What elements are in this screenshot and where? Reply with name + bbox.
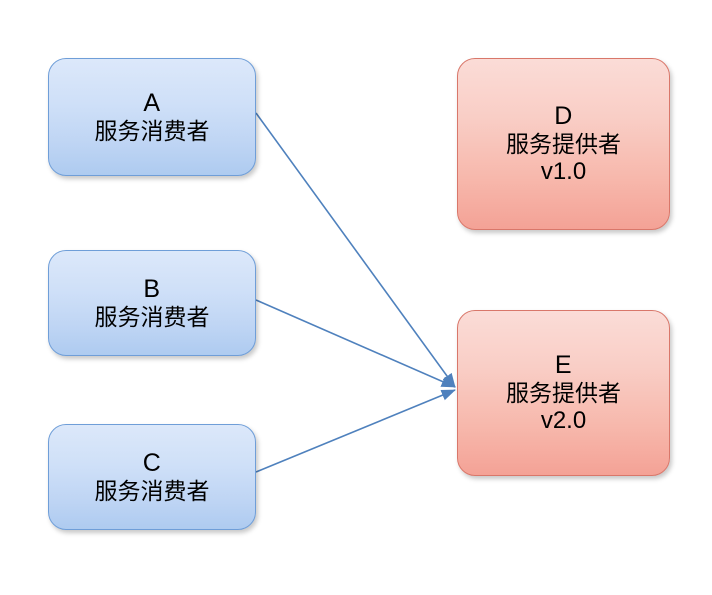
node-a-role: 服务消费者 (94, 118, 210, 145)
node-d-service-provider[interactable]: D 服务提供者 v1.0 (457, 58, 670, 230)
node-c-service-consumer[interactable]: C 服务消费者 (48, 424, 256, 530)
node-d-version: v1.0 (540, 158, 587, 186)
node-c-role: 服务消费者 (94, 478, 210, 505)
node-e-service-provider[interactable]: E 服务提供者 v2.0 (457, 310, 670, 476)
edge-c-to-e (255, 389, 456, 473)
node-b-service-consumer[interactable]: B 服务消费者 (48, 250, 256, 356)
node-a-service-consumer[interactable]: A 服务消费者 (48, 58, 256, 176)
node-e-role: 服务提供者 (506, 380, 621, 407)
node-d-id: D (554, 101, 573, 130)
node-e-id: E (554, 350, 573, 379)
edge-a-to-e (255, 112, 456, 388)
node-d-role: 服务提供者 (506, 131, 621, 158)
node-c-id: C (142, 448, 162, 477)
node-b-role: 服务消费者 (94, 304, 210, 331)
node-b-id: B (143, 274, 161, 303)
node-a-id: A (143, 88, 161, 117)
node-e-version: v2.0 (540, 407, 587, 435)
edge-b-to-e (255, 299, 456, 388)
